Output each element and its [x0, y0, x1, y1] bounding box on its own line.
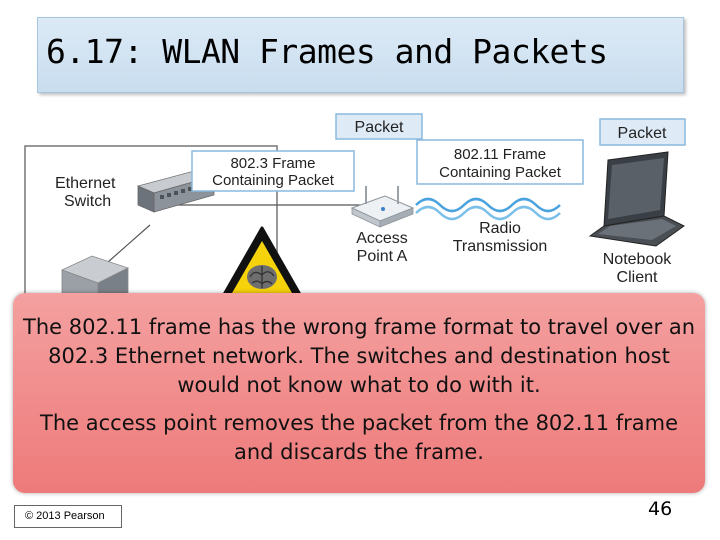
- ethernet-switch-label-2: Switch: [64, 193, 111, 210]
- callout-box: The 802.11 frame has the wrong frame for…: [13, 293, 705, 493]
- notebook-label-2: Client: [617, 269, 658, 286]
- notebook-label-1: Notebook: [603, 251, 672, 268]
- packet-box-left: [335, 113, 423, 140]
- packet-box-right: [599, 118, 686, 146]
- access-point-label-1: Access: [356, 230, 408, 247]
- callout-paragraph-2: The access point removes the packet from…: [40, 411, 678, 464]
- access-point-icon: [350, 186, 415, 228]
- frame-8023-box: [191, 150, 355, 192]
- radio-wave-icon: [415, 197, 561, 221]
- copyright-box: © 2013 Pearson: [14, 505, 122, 528]
- packet-label-right: Packet: [618, 125, 667, 142]
- title-banner: 6.17: WLAN Frames and Packets: [37, 17, 684, 93]
- slide-title: 6.17: WLAN Frames and Packets: [46, 32, 608, 71]
- callout-paragraph-1: The 802.11 frame has the wrong frame for…: [23, 315, 695, 397]
- access-point-label-2: Point A: [357, 248, 408, 265]
- page-number: 46: [648, 498, 673, 520]
- laptop-icon: [588, 151, 685, 247]
- brain-warning-icon: [216, 226, 308, 307]
- server-icon: [60, 255, 130, 301]
- frame-80211-label-2: Containing Packet: [439, 164, 562, 181]
- radio-label-2: Transmission: [453, 238, 548, 255]
- copyright-text: © 2013 Pearson: [25, 510, 105, 522]
- switch-to-server-cable: [107, 224, 151, 263]
- radio-label-1: Radio: [479, 220, 521, 237]
- ethernet-switch-label-1: Ethernet: [55, 175, 116, 192]
- frame-80211-label-1: 802.11 Frame: [454, 146, 546, 163]
- frame-80211-box: [416, 139, 584, 185]
- packet-label-left: Packet: [355, 119, 404, 136]
- frame-8023-label-2: Containing Packet: [212, 172, 335, 189]
- frame-8023-label-1: 802.3 Frame: [230, 155, 315, 172]
